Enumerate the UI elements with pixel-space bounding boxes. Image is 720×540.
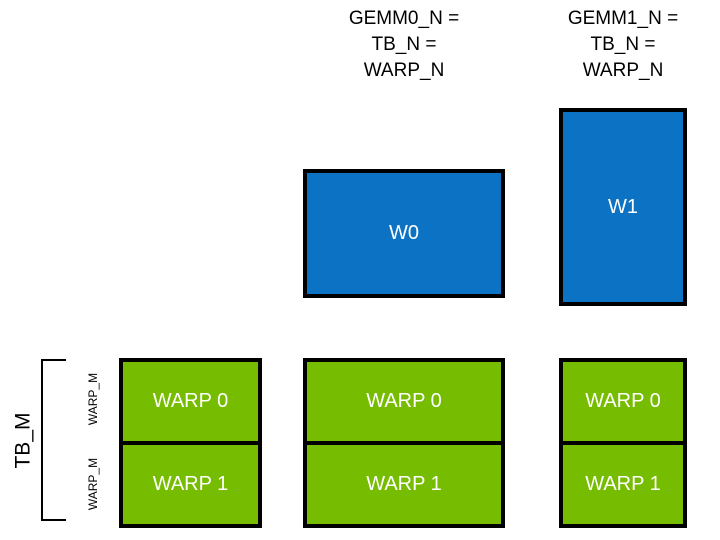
green-cell-warp-1-label: WARP 1 bbox=[366, 473, 442, 495]
green-cell-warp-0-label: WARP 0 bbox=[152, 390, 229, 412]
blue-block-w0: W0 bbox=[303, 169, 505, 298]
green-cell-warp-1: WARP 1 bbox=[123, 445, 258, 524]
green-cell-warp-1: WARP 1 bbox=[307, 445, 501, 524]
green-cell-warp-0: WARP 0 bbox=[123, 362, 258, 445]
green-column-2: WARP 0 WARP 1 bbox=[559, 358, 687, 528]
green-column-0: WARP 0 WARP 1 bbox=[119, 358, 262, 528]
column-caption-gemm0: GEMM0_N = TB_N = WARP_N bbox=[348, 8, 460, 81]
green-cell-warp-0-label: WARP 0 bbox=[366, 390, 442, 412]
green-column-1: WARP 0 WARP 1 bbox=[303, 358, 505, 528]
axis-label-tb-m: TB_M bbox=[11, 412, 35, 469]
green-cell-warp-0: WARP 0 bbox=[563, 362, 683, 445]
axis-label-warp-m-top: WARP_M bbox=[86, 372, 100, 426]
green-cell-warp-1-label: WARP 1 bbox=[585, 473, 661, 495]
green-cell-warp-0-label: WARP 0 bbox=[585, 390, 661, 412]
tb-m-bracket bbox=[41, 359, 66, 521]
blue-block-w0-label: W0 bbox=[389, 222, 419, 244]
green-cell-warp-0: WARP 0 bbox=[307, 362, 501, 445]
column-caption-gemm1: GEMM1_N = TB_N = WARP_N bbox=[567, 8, 679, 81]
blue-block-w1: W1 bbox=[559, 108, 687, 306]
blue-block-w1-label: W1 bbox=[608, 195, 638, 218]
green-cell-warp-1: WARP 1 bbox=[563, 445, 683, 524]
green-cell-warp-1-label: WARP 1 bbox=[152, 473, 229, 495]
axis-label-warp-m-bottom: WARP_M bbox=[86, 457, 100, 511]
